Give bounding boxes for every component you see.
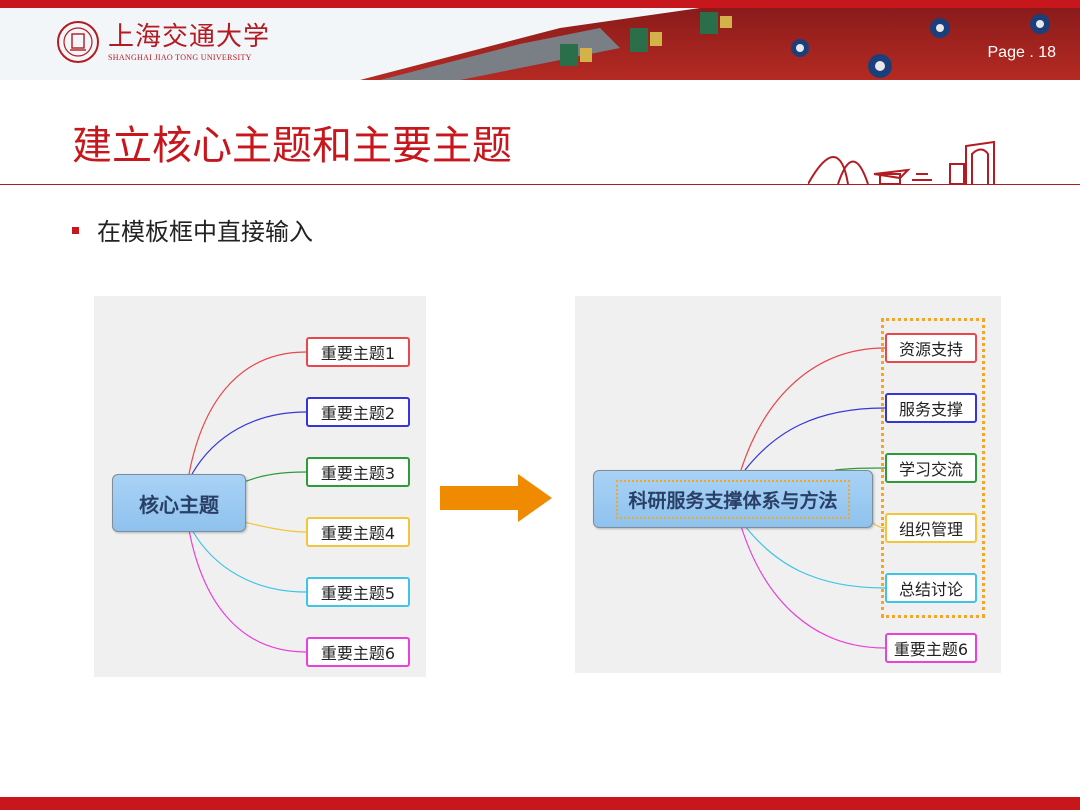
core-topic-label: 科研服务支撑体系与方法 xyxy=(616,479,850,519)
bottom-red-bar xyxy=(0,797,1080,810)
branch-line-1 xyxy=(740,347,886,471)
topic-node-4[interactable]: 组织管理 xyxy=(885,513,977,543)
core-topic-node[interactable]: 核心主题 xyxy=(112,474,246,532)
topic-node-4[interactable]: 重要主题4 xyxy=(306,517,410,547)
topic-node-1[interactable]: 资源支持 xyxy=(885,333,977,363)
branch-line-3 xyxy=(834,467,886,471)
bullet-text: 在模板框中直接输入 xyxy=(97,218,313,246)
topic-node-3[interactable]: 学习交流 xyxy=(885,453,977,483)
topic-node-3[interactable]: 重要主题3 xyxy=(306,457,410,487)
left-mindmap-branches xyxy=(188,351,307,653)
left-mindmap-panel: 核心主题 重要主题1 重要主题2 重要主题3 重要主题4 重要主题5 重要主题6 xyxy=(94,296,426,677)
temple-eaves-photo xyxy=(360,8,1080,80)
topic-node-2[interactable]: 服务支撑 xyxy=(885,393,977,423)
highlight-dotted-box xyxy=(881,318,985,618)
right-arrow-icon xyxy=(440,474,552,522)
topic-node-1[interactable]: 重要主题1 xyxy=(306,337,410,367)
topic-node-2[interactable]: 重要主题2 xyxy=(306,397,410,427)
logo-chinese-name: 上海交通大学 xyxy=(108,21,271,52)
topic-node-6[interactable]: 重要主题6 xyxy=(306,637,410,667)
topic-node-6[interactable]: 重要主题6 xyxy=(885,633,977,663)
topic-node-5[interactable]: 重要主题5 xyxy=(306,577,410,607)
branch-line-5 xyxy=(744,525,886,589)
university-seal-icon xyxy=(57,21,99,63)
campus-gate-icon xyxy=(808,140,995,185)
slide-title: 建立核心主题和主要主题 xyxy=(72,123,512,169)
topic-node-5[interactable]: 总结讨论 xyxy=(885,573,977,603)
branch-line-1 xyxy=(188,351,307,475)
branch-line-4 xyxy=(243,521,307,533)
right-mindmap-panel: 科研服务支撑体系与方法 资源支持 服务支撑 学习交流 组织管理 总结讨论 重要主… xyxy=(575,296,1001,673)
slide-header: 上海交通大学 SHANGHAI JIAO TONG UNIVERSITY Pag… xyxy=(0,8,1080,80)
top-red-bar xyxy=(0,0,1080,8)
bullet-square-icon xyxy=(72,227,79,234)
core-topic-node[interactable]: 科研服务支撑体系与方法 xyxy=(593,470,873,528)
logo-english-name: SHANGHAI JIAO TONG UNIVERSITY xyxy=(108,52,252,62)
branch-line-6 xyxy=(740,525,886,649)
branch-line-3 xyxy=(243,471,307,483)
page-number: Page . 18 xyxy=(987,44,1057,61)
title-underline xyxy=(0,184,1080,185)
branch-line-2 xyxy=(744,407,886,471)
university-logo: 上海交通大学 SHANGHAI JIAO TONG UNIVERSITY xyxy=(56,20,270,64)
branch-line-5 xyxy=(191,529,307,593)
branch-line-2 xyxy=(191,411,307,475)
bullet-item: 在模板框中直接输入 xyxy=(72,212,313,247)
branch-line-6 xyxy=(188,529,307,653)
